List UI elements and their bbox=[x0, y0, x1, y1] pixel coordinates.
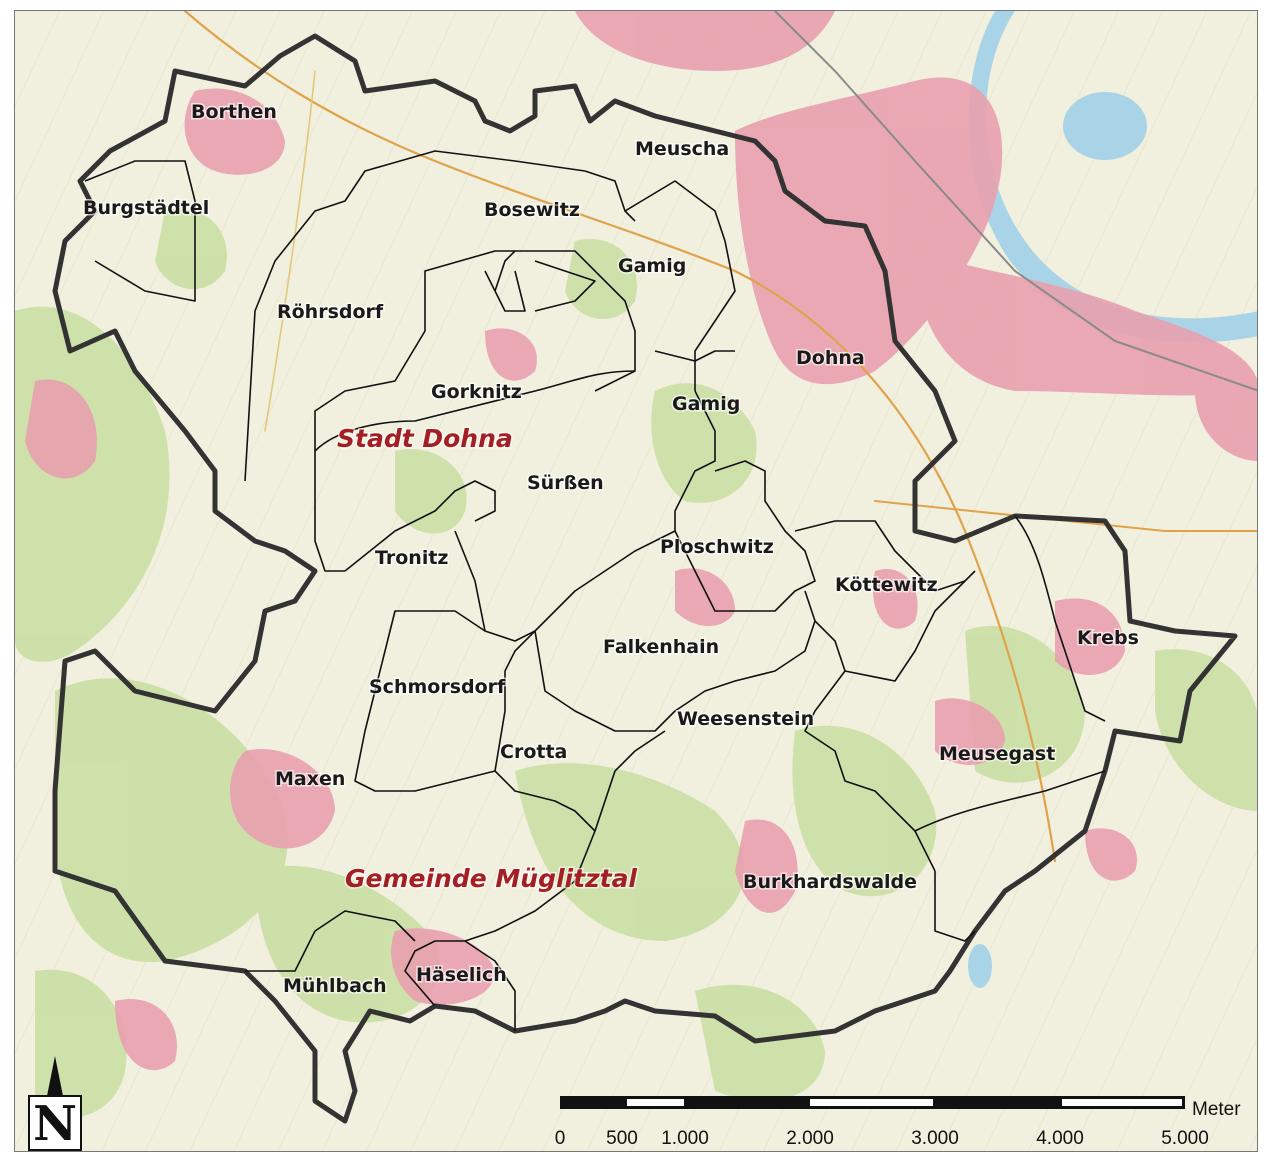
village-label-suerssen: Sürßen bbox=[527, 472, 604, 494]
lake bbox=[1063, 92, 1147, 160]
village-label-schmorsdorf: Schmorsdorf bbox=[369, 676, 506, 698]
village-label-haeselich: Häselich bbox=[416, 964, 507, 986]
village-label-gamig-south: Gamig bbox=[672, 393, 740, 415]
north-arrow-icon: N bbox=[28, 1056, 82, 1152]
village-label-krebs: Krebs bbox=[1077, 627, 1139, 649]
region-label-stadt-dohna: Stadt Dohna bbox=[337, 424, 513, 453]
field-pattern bbox=[15, 11, 1257, 1151]
village-label-burgstaedtel: Burgstädtel bbox=[83, 197, 209, 219]
village-label-gamig-north: Gamig bbox=[618, 255, 686, 277]
scale-tick-0: 0 bbox=[555, 1128, 566, 1149]
settlement-areas bbox=[25, 11, 1257, 1071]
water-bodies bbox=[968, 11, 1257, 988]
village-label-meusegast: Meusegast bbox=[939, 743, 1055, 765]
village-label-tronitz: Tronitz bbox=[375, 547, 448, 569]
elbe-river bbox=[968, 11, 1257, 343]
village-label-borthen: Borthen bbox=[191, 101, 277, 123]
village-label-burkhardswalde: Burkhardswalde bbox=[743, 871, 917, 893]
village-label-muehlbach: Mühlbach bbox=[283, 975, 387, 997]
map-frame: Stadt Dohna Gemeinde Müglitztal Borthen … bbox=[14, 10, 1258, 1152]
scale-tick-500: 500 bbox=[606, 1128, 638, 1149]
scale-tick-2000: 2.000 bbox=[786, 1128, 834, 1149]
region-labels: Stadt Dohna Gemeinde Müglitztal bbox=[336, 423, 639, 895]
scale-bar: Meter 0 500 1.000 2.000 3.000 4.000 5.00… bbox=[555, 1096, 1241, 1149]
scale-tick-3000: 3.000 bbox=[911, 1128, 959, 1149]
pond bbox=[968, 944, 992, 988]
scale-tick-1000: 1.000 bbox=[661, 1128, 709, 1149]
village-label-bosewitz: Bosewitz bbox=[484, 199, 580, 221]
region-label-gemeinde-mueglitztal: Gemeinde Müglitztal bbox=[345, 864, 637, 893]
village-label-falkenhain: Falkenhain bbox=[603, 636, 719, 658]
village-label-weesenstein: Weesenstein bbox=[677, 708, 814, 730]
village-label-maxen: Maxen bbox=[275, 768, 345, 790]
map-canvas: Stadt Dohna Gemeinde Müglitztal Borthen … bbox=[15, 11, 1257, 1152]
scale-tick-4000: 4.000 bbox=[1036, 1128, 1084, 1149]
village-labels: Borthen Burgstädtel Bosewitz Meuscha Gam… bbox=[82, 100, 1141, 999]
district-boundaries bbox=[84, 150, 1106, 1031]
village-label-crotta: Crotta bbox=[500, 741, 567, 763]
village-label-dohna: Dohna bbox=[796, 347, 865, 369]
municipal-boundary-outer bbox=[52, 33, 1238, 1124]
village-label-roehrsdorf: Röhrsdorf bbox=[277, 301, 384, 323]
village-label-koettewitz: Köttewitz bbox=[835, 574, 938, 596]
village-label-ploschwitz: Ploschwitz bbox=[660, 536, 774, 558]
village-label-meuscha: Meuscha bbox=[635, 138, 729, 160]
north-arrow-letter: N bbox=[33, 1096, 77, 1152]
village-label-gorknitz: Gorknitz bbox=[431, 381, 522, 403]
scale-tick-5000: 5.000 bbox=[1161, 1128, 1209, 1149]
scale-unit: Meter bbox=[1192, 1099, 1241, 1120]
